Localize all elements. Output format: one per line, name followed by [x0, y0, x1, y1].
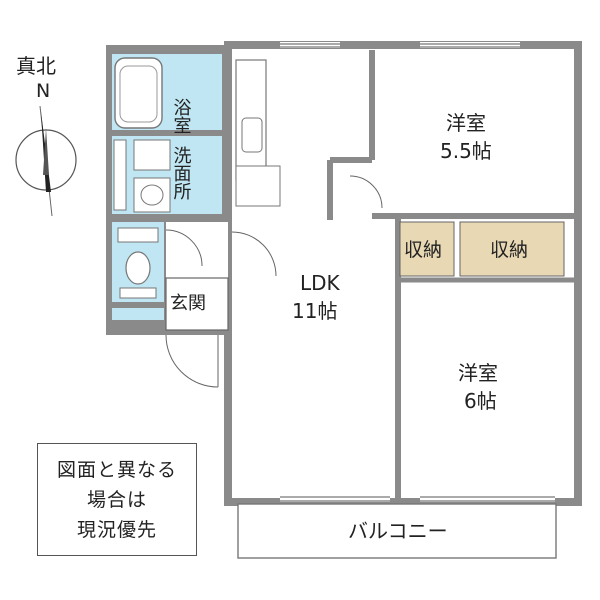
bath-label: 浴室: [171, 98, 192, 134]
balcony-label: バルコニー: [348, 519, 448, 543]
compass-icon: [15, 105, 77, 217]
fridge-icon: [235, 165, 281, 207]
storage-area-1: [399, 221, 455, 277]
sink-icon: [133, 177, 171, 213]
western-room-2-size: 6帖: [464, 389, 497, 413]
ldk-name-label: LDK: [300, 271, 341, 295]
true-north-label: 真北: [16, 54, 56, 78]
ldk-size-label: 11帖: [292, 299, 337, 323]
toilet-icon: [125, 251, 151, 285]
kitchen-sink-icon: [241, 117, 263, 153]
western-room-1-size: 5.5帖: [440, 139, 492, 163]
note-line-3: 現況優先: [76, 518, 157, 541]
storage-2-label: 収納: [490, 239, 528, 261]
kitchen-counter: [235, 59, 267, 181]
note-line-1: 図面と異なる: [56, 458, 177, 481]
shelf-icon: [113, 139, 127, 211]
storage-area-2: [459, 221, 565, 277]
bathtub-icon: [114, 57, 163, 129]
western-room-2-name: 洋室: [458, 361, 498, 385]
washroom-label: 洗面所: [171, 146, 192, 200]
entrance-label: 玄関: [170, 293, 206, 314]
disclaimer-note: 図面と異なる 場合は 現況優先: [37, 443, 197, 556]
north-letter: N: [36, 80, 51, 102]
washing-machine-icon: [133, 139, 171, 171]
balcony-area: [237, 503, 557, 559]
note-line-2: 場合は: [86, 488, 147, 511]
western-room-1-name: 洋室: [446, 111, 486, 135]
windows: [280, 42, 555, 502]
storage-1-label: 収納: [404, 239, 442, 261]
